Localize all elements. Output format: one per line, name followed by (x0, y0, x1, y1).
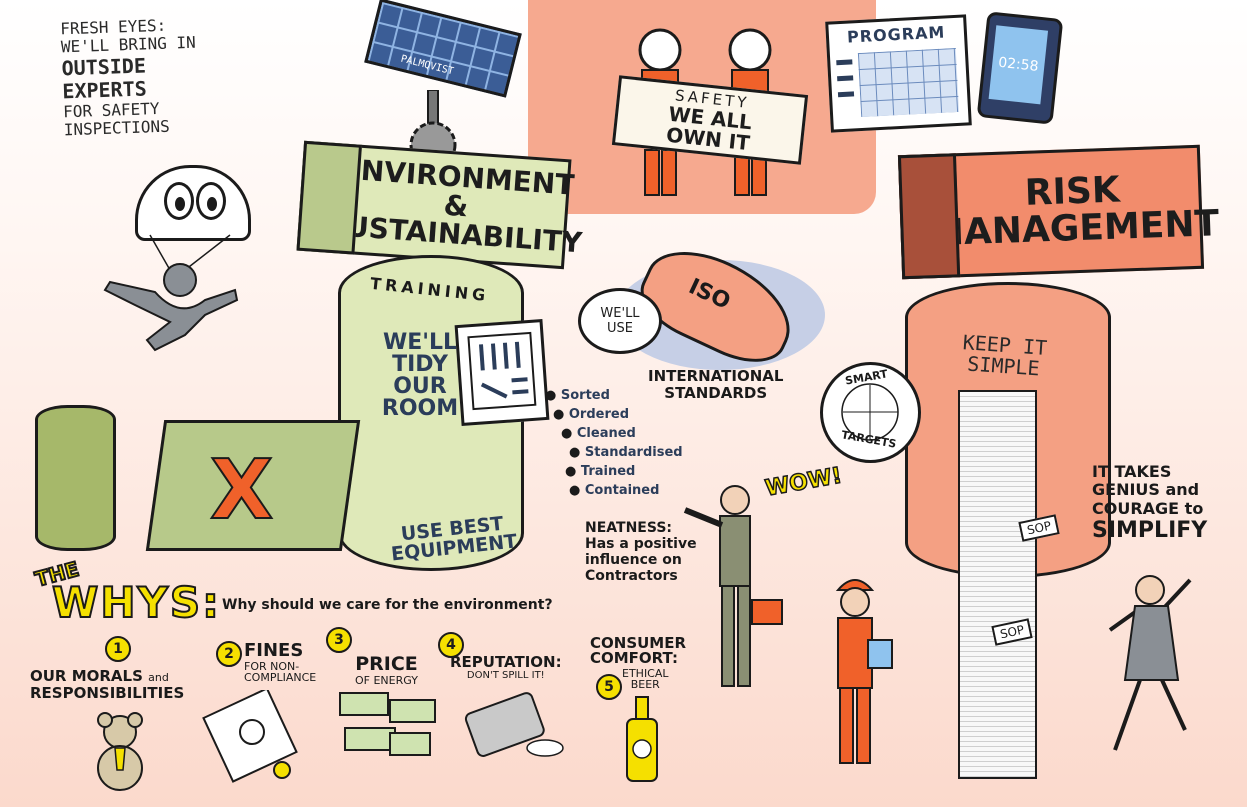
genius-quote: IT TAKES GENIUS and COURAGE to SIMPLIFY (1092, 462, 1208, 544)
fine-document-icon (202, 690, 298, 783)
whys-question: Why should we care for the environment? (222, 597, 553, 613)
neatness-note: NEATNESS: Has a positive influence on Co… (585, 520, 697, 584)
whys-item-beer: ETHICAL BEER (622, 668, 669, 690)
neatness-title: NEATNESS: (585, 520, 672, 536)
whys-item5-line1: CONSUMER (590, 634, 687, 652)
checklist-item: Ordered (553, 407, 683, 422)
checklist-item: Standardised (569, 445, 683, 460)
whys-number: 2 (216, 641, 242, 667)
tidy-line2: TIDY (392, 352, 448, 377)
fresh-eyes-note: FRESH EYES: WE'LL BRING IN OUTSIDE EXPER… (60, 16, 199, 140)
paper-stack-illustration (958, 390, 1037, 779)
eye-icon (196, 182, 226, 220)
tidy-line1: WE'LL (382, 330, 458, 355)
genius-line2: GENIUS and (1092, 480, 1200, 500)
fresh-eyes-line6: INSPECTIONS (63, 116, 171, 140)
risk-management-beam: RISK MANAGEMENT (897, 144, 1220, 280)
checklist-item: Contained (569, 483, 683, 498)
whys-item-consumer: CONSUMER COMFORT: (590, 636, 686, 666)
iso-speech-bubble: WE'LL USE (578, 288, 662, 354)
beer-bottle-icon (626, 696, 658, 782)
whys-number: 5 (596, 674, 622, 700)
whys-item4-line1: REPUTATION: (450, 653, 562, 671)
tablet-clock: 02:58 (976, 11, 1064, 125)
tool-board-illustration (454, 319, 550, 426)
whys-item-morals: OUR MORALS and RESPONSIBILITIES (30, 668, 184, 701)
whys-number: 3 (326, 627, 352, 653)
tidy-line4: ROOM (381, 396, 459, 421)
neatness-line3: Contractors (585, 568, 678, 585)
neatness-line2: influence on (585, 552, 682, 569)
checklist-item: Sorted (545, 388, 683, 403)
teddy-bear-icon (97, 712, 143, 791)
5s-checklist: Sorted Ordered Cleaned Standardised Trai… (545, 388, 683, 502)
program-label: PROGRAM (846, 22, 946, 47)
whys-item3-line1: PRICE (355, 653, 418, 675)
whys-number: 1 (105, 636, 131, 662)
spilled-can-icon (464, 692, 564, 757)
whys-item1-line2: RESPONSIBILITIES (30, 683, 185, 702)
whys-item2-line1: FINES (244, 640, 304, 661)
whys-item5-line4: BEER (630, 678, 660, 691)
whys-item5-line2: COMFORT: (590, 649, 678, 667)
keep-line2: SIMPLE (966, 351, 1041, 381)
checklist-item: Trained (565, 464, 683, 479)
whys-item-price: PRICE OF ENERGY (355, 653, 418, 687)
iso-caption-line2: STANDARDS (664, 383, 768, 402)
solar-panel-illustration (364, 0, 522, 98)
whys-item2-line3: COMPLIANCE (244, 671, 317, 685)
worker-with-clipboard-illustration (835, 579, 893, 764)
whys-item5-line3: ETHICAL (622, 667, 669, 680)
iso-caption: INTERNATIONAL STANDARDS (648, 368, 783, 401)
risk-title-line2: MANAGEMENT (927, 203, 1220, 255)
worker-with-toolbox-illustration (683, 485, 783, 687)
tablet-time: 02:58 (988, 25, 1049, 105)
iso-bubble-line2: USE (607, 321, 633, 336)
tidy-room-text: WE'LL TIDY OUR ROOM (370, 332, 470, 420)
whys-number: 4 (438, 632, 464, 658)
whys-item-reputation: REPUTATION: DON'T SPILL IT! (450, 653, 562, 681)
whys-item2-line2: FOR NON- (244, 659, 300, 673)
checklist-item: Cleaned (561, 426, 683, 441)
program-calendar: PROGRAM (825, 14, 972, 133)
whys-title: WHYS: (51, 577, 221, 628)
money-stack-icon (339, 692, 436, 756)
whys-item-fines: FINES FOR NON- COMPLIANCE (244, 640, 317, 685)
eye-icon (164, 182, 194, 220)
environment-sustainability-beam: ENVIRONMENT & SUSTAINABILITY (296, 140, 583, 270)
whys-item1-line1: OUR MORALS (30, 667, 143, 685)
whys-item3-line2: OF ENERGY (355, 673, 418, 687)
whys-item1-and: and (148, 671, 169, 684)
celebrating-woman-illustration (1108, 575, 1192, 751)
neatness-line1: Has a positive (585, 536, 697, 553)
iso-bubble-line1: WE'LL (600, 306, 640, 321)
barrel-illustration (35, 405, 116, 551)
genius-line1: IT TAKES (1092, 462, 1172, 481)
keep-it-simple-text: KEEP IT SIMPLE (961, 330, 1048, 381)
skydiver-illustration (103, 234, 239, 352)
genius-line4: SIMPLIFY (1092, 518, 1208, 544)
smart-targets-icon: SMART TARGETS (820, 362, 921, 463)
tidy-line3: OUR (393, 374, 447, 399)
x-mark-icon: X (209, 443, 274, 538)
iso-caption-line1: INTERNATIONAL (648, 367, 784, 385)
genius-line3: COURAGE to (1092, 498, 1204, 518)
whys-item4-line2: DON'T SPILL IT! (466, 669, 545, 681)
parachute-eyes-illustration (135, 165, 251, 241)
